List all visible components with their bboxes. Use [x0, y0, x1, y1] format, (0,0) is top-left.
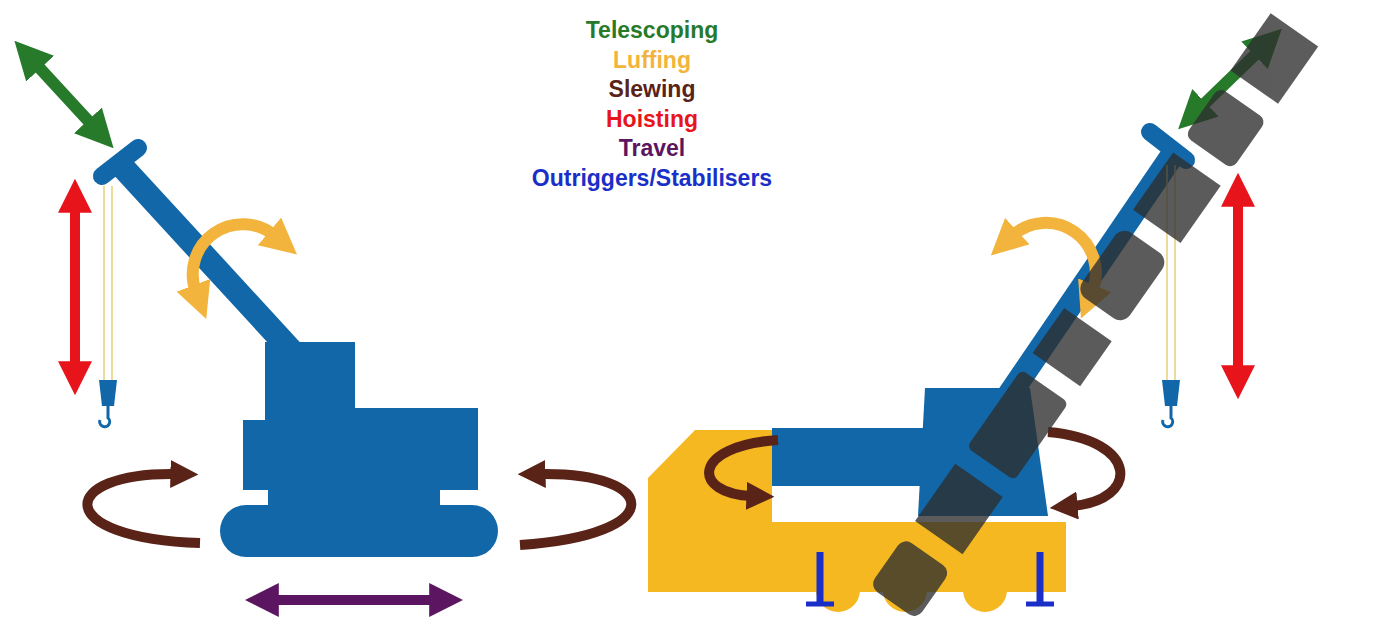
- outrigger: [817, 552, 824, 604]
- legend-entry: Telescoping: [402, 16, 902, 46]
- legend-text: Luffing: [613, 47, 691, 73]
- legend-entry: Outriggers/Stabilisers: [402, 164, 902, 194]
- truck-wheel: [963, 568, 1007, 612]
- legend-entry: Hoisting: [402, 105, 902, 135]
- hoisting-arrow: [1233, 200, 1243, 372]
- hoist-rope: [103, 186, 105, 382]
- hook: [1163, 406, 1173, 427]
- boom-head: [102, 148, 138, 176]
- legend-entry: Luffing: [402, 46, 902, 76]
- legend-entry: Travel: [402, 134, 902, 164]
- watermark-shapes: [869, 13, 1318, 620]
- motion-arrows: [35, 50, 1260, 600]
- outrigger: [1037, 552, 1044, 604]
- legend-text: Travel: [619, 135, 686, 161]
- crawler-crane: [99, 148, 498, 557]
- hook: [100, 406, 110, 427]
- legend-text: Hoisting: [606, 106, 698, 132]
- telescoping-arrow: [35, 63, 93, 126]
- motion-legend: TelescopingLuffingSlewingHoistingTravelO…: [402, 16, 902, 194]
- crawler-track: [220, 505, 498, 557]
- hook-block: [1162, 380, 1180, 406]
- legend-text: Telescoping: [586, 17, 719, 43]
- hoisting-arrow: [70, 206, 80, 368]
- travel-arrow: [272, 595, 436, 605]
- slewing-arrow: [1048, 432, 1120, 506]
- hook-block: [99, 380, 117, 406]
- crane-cab: [243, 342, 478, 508]
- outrigger-pad: [806, 602, 834, 607]
- hoist-rope: [111, 186, 113, 382]
- legend-text: Outriggers/Stabilisers: [532, 165, 772, 191]
- outrigger-pad: [1026, 602, 1054, 607]
- legend-entry: Slewing: [402, 75, 902, 105]
- luffing-arrow: [193, 224, 275, 292]
- crane-boom: [118, 162, 300, 360]
- slewing-arrow: [520, 474, 631, 545]
- truck-crane: [648, 132, 1186, 612]
- slewing-arrow: [709, 440, 778, 496]
- slewing-arrow: [87, 474, 200, 543]
- boom-head: [1150, 132, 1186, 160]
- legend-text: Slewing: [609, 76, 696, 102]
